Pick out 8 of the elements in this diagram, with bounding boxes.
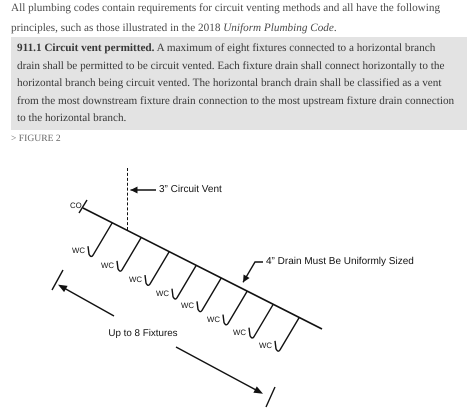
intro-paragraph: All plumbing codes contain requirements for circuit venting methods and all have the following principles, such as those illustrated in the 2018 Uniform Plumbing Code. bbox=[11, 1, 442, 36]
leader-arrow bbox=[130, 186, 156, 194]
figure-label: > FIGURE 2 bbox=[11, 132, 61, 145]
code-excerpt-text: 911.1 Circuit vent permitted. A maximum of eight fixtures connected to a horizontal branch drain shall be permitted to be circuit vented. Each fixture drain shall connect horizontally to the horizontal branch being circuit vented. The horizontal branch drain shall be classified as a vent from the most downstream fixture drain connection to the most upstream fixture drain connection to the horizontal branch. bbox=[17, 41, 456, 126]
leader-arrow bbox=[242, 261, 263, 283]
callout-text: 3” Circuit Vent bbox=[159, 184, 222, 196]
callout-text: 4” Drain Must Be Uniformly Sized bbox=[266, 256, 414, 268]
dimension-label: Up to 8 Fixtures bbox=[108, 328, 178, 340]
